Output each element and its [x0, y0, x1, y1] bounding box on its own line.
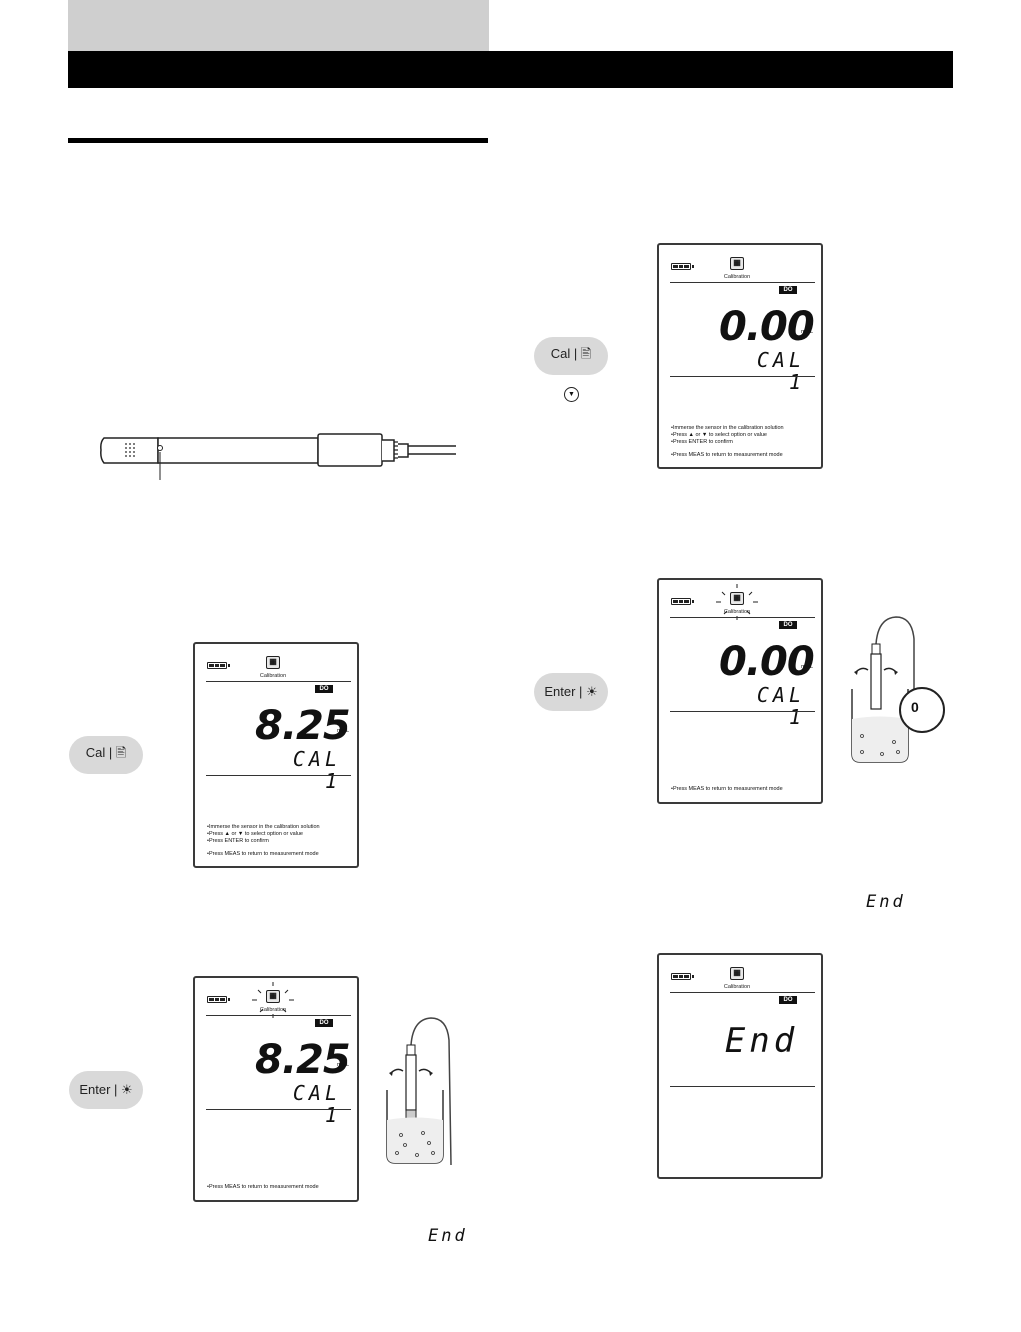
- calibration-icon: ▦: [266, 990, 280, 1003]
- cal-key[interactable]: Cal | 🖹: [69, 736, 143, 774]
- header-bar: [68, 51, 953, 88]
- instruction-line: Press ENTER to confirm: [671, 439, 821, 446]
- mode-label: CAL 1: [756, 348, 805, 394]
- battery-icon: [671, 598, 694, 605]
- reading-value: 8.25: [255, 703, 351, 749]
- calibration-icon: ▦: [730, 967, 744, 980]
- instruction-line: Press MEAS to return to measurement mode: [671, 786, 783, 792]
- calibration-icon: ▦: [266, 656, 280, 669]
- divider: [670, 617, 815, 618]
- mode-label: CAL 1: [292, 1081, 341, 1127]
- unit-label: mg/L: [801, 329, 814, 335]
- unit-label: mg/L: [337, 728, 350, 734]
- meter-display: ▦ Calibration DO 0.00 mg/L CAL 1 Immerse…: [657, 243, 823, 469]
- do-badge: DO: [779, 621, 797, 629]
- probe-illustration: [100, 433, 456, 480]
- meter-display: ▦ Calibration DO 8.25 mg/L CAL 1 Immerse…: [193, 642, 359, 868]
- meter-display: ▦ Calibration DO End: [657, 953, 823, 1179]
- unit-label: mg/L: [337, 1062, 350, 1068]
- enter-key[interactable]: Enter | ☀: [69, 1071, 143, 1109]
- instruction-line: Press ENTER to confirm: [207, 838, 357, 845]
- reading-value: 0.00: [719, 639, 815, 685]
- meter-display: ▦ Calibration DO 0.00 mg/L CAL 1 Press M…: [657, 578, 823, 804]
- blink-rays-icon: [716, 584, 758, 620]
- battery-icon: [207, 996, 230, 1003]
- calibration-label: Calibration: [259, 673, 287, 679]
- calibration-label: Calibration: [723, 984, 751, 990]
- meter-display: ▦ Calibration DO 8.25 mg/L CAL 1 Press M…: [193, 976, 359, 1202]
- instruction-line: Immerse the sensor in the calibration so…: [671, 425, 821, 432]
- calibration-icon: ▦: [730, 257, 744, 270]
- instruction-list: Immerse the sensor in the calibration so…: [207, 824, 357, 858]
- instruction-line: Immerse the sensor in the calibration so…: [207, 824, 357, 831]
- divider: [670, 282, 815, 283]
- mode-label: CAL 1: [292, 747, 341, 793]
- enter-key[interactable]: Enter | ☀: [534, 673, 608, 711]
- instruction-line: Press ▲ or ▼ to select option or value: [207, 831, 357, 838]
- end-readout: End: [724, 1021, 799, 1061]
- divider: [206, 775, 351, 776]
- down-arrow-key[interactable]: ▼: [564, 387, 579, 402]
- battery-icon: [671, 973, 694, 980]
- divider: [670, 1086, 815, 1087]
- cal-key[interactable]: Cal | 🖹: [534, 337, 608, 375]
- beaker-probe-illustration: [386, 1017, 452, 1166]
- mode-label: CAL 1: [756, 683, 805, 729]
- divider: [206, 1109, 351, 1110]
- blink-rays-icon: [252, 982, 294, 1018]
- do-badge: DO: [315, 685, 333, 693]
- instruction-list: Immerse the sensor in the calibration so…: [671, 425, 821, 459]
- battery-icon: [207, 662, 230, 669]
- instruction-line: Press MEAS to return to measurement mode: [671, 452, 821, 459]
- do-badge: DO: [315, 1019, 333, 1027]
- divider: [670, 992, 815, 993]
- do-badge: DO: [779, 286, 797, 294]
- header-tab: [68, 0, 489, 51]
- zero-badge: 0: [911, 699, 919, 715]
- zero-solution-beaker-illustration: [851, 616, 945, 763]
- instruction-line: Press MEAS to return to measurement mode: [207, 1184, 319, 1190]
- instruction-line: Press ▲ or ▼ to select option or value: [671, 432, 821, 439]
- end-marker: End: [866, 892, 906, 912]
- divider: [206, 681, 351, 682]
- divider: [206, 1015, 351, 1016]
- calibration-icon: ▦: [730, 592, 744, 605]
- calibration-label: Calibration: [259, 1007, 287, 1013]
- end-marker: End: [428, 1226, 468, 1246]
- reading-value: 0.00: [719, 304, 815, 350]
- divider: [670, 711, 815, 712]
- unit-label: mg/L: [801, 664, 814, 670]
- calibration-label: Calibration: [723, 274, 751, 280]
- do-badge: DO: [779, 996, 797, 1004]
- battery-icon: [671, 263, 694, 270]
- divider: [670, 376, 815, 377]
- calibration-label: Calibration: [723, 609, 751, 615]
- instruction-line: Press MEAS to return to measurement mode: [207, 851, 357, 858]
- section-rule: [68, 138, 488, 143]
- reading-value: 8.25: [255, 1037, 351, 1083]
